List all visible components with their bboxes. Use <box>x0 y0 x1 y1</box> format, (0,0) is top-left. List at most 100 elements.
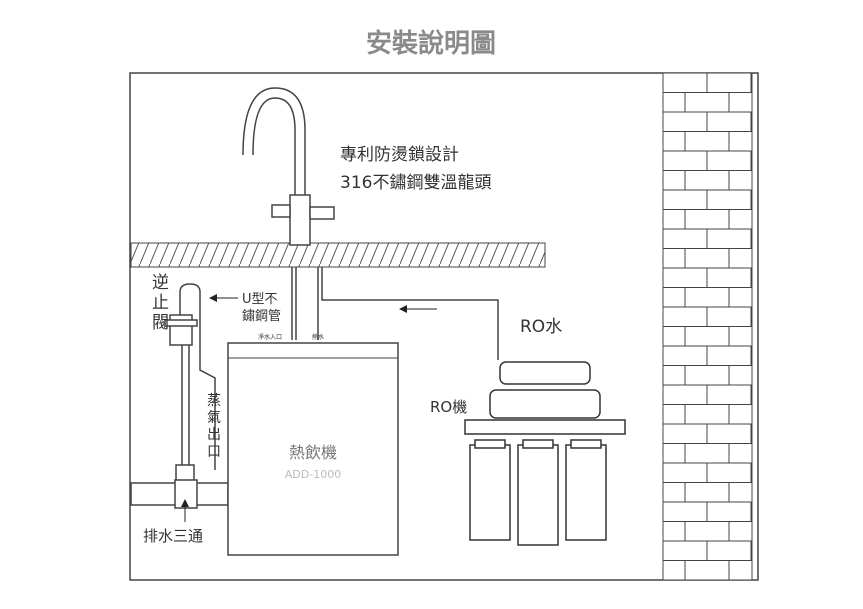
brick <box>684 404 730 425</box>
brick <box>706 345 752 366</box>
brick <box>750 384 753 405</box>
brick <box>662 248 686 269</box>
brick <box>684 521 730 542</box>
check-valve-label-1: 逆 <box>152 273 169 293</box>
brick <box>706 189 752 210</box>
brick <box>684 560 730 581</box>
brick <box>706 462 752 483</box>
inlet-label: 淨水入口 <box>258 333 282 341</box>
brick <box>662 287 686 308</box>
room-frame <box>129 72 759 581</box>
check-valve-label-3: 閥 <box>152 313 169 333</box>
brick <box>684 443 730 464</box>
brick <box>662 482 686 503</box>
brick <box>706 501 752 522</box>
brick <box>662 209 686 230</box>
machine-model: ADD-1000 <box>285 468 341 481</box>
brick <box>750 111 753 132</box>
ro-water-label: RO水 <box>520 317 562 337</box>
brick <box>728 443 753 464</box>
brick <box>684 248 730 269</box>
brick <box>662 540 708 561</box>
countertop <box>130 242 546 268</box>
u-pipe-label-1: U型不 <box>242 292 278 307</box>
brick <box>750 540 753 561</box>
brick <box>684 326 730 347</box>
brick <box>706 267 752 288</box>
brick <box>662 462 708 483</box>
brick <box>750 72 753 93</box>
brick <box>662 189 708 210</box>
brick <box>662 404 686 425</box>
brick <box>728 248 753 269</box>
steam-label-1: 蒸 <box>207 393 221 409</box>
brick <box>750 462 753 483</box>
brick <box>684 482 730 503</box>
brick <box>662 521 686 542</box>
ro-machine <box>464 361 626 546</box>
brick <box>728 560 753 581</box>
brick <box>662 501 708 522</box>
brick <box>662 345 708 366</box>
brick <box>662 365 686 386</box>
brick <box>728 326 753 347</box>
brick <box>662 306 708 327</box>
brick <box>728 287 753 308</box>
brick <box>662 170 686 191</box>
brick <box>706 150 752 171</box>
brick <box>684 92 730 113</box>
brick <box>728 365 753 386</box>
brick <box>684 131 730 152</box>
brick <box>662 228 708 249</box>
brick <box>684 170 730 191</box>
check-valve-label-2: 止 <box>152 293 169 313</box>
brick <box>750 306 753 327</box>
drain-tee-label: 排水三通 <box>143 527 203 545</box>
steam-label-2: 氣 <box>207 410 221 426</box>
brick <box>750 423 753 444</box>
brick <box>750 501 753 522</box>
brick <box>706 540 752 561</box>
faucet <box>242 87 499 360</box>
brick <box>750 345 753 366</box>
faucet-label-2: 316不鏽鋼雙溫龍頭 <box>340 173 491 193</box>
brick-wall <box>662 72 753 581</box>
brick <box>728 521 753 542</box>
hot-water-label: 熱水 <box>312 333 324 341</box>
brick <box>662 111 708 132</box>
brick <box>684 209 730 230</box>
brick <box>750 267 753 288</box>
check-valve <box>130 283 229 509</box>
steam-label-3: 出 <box>207 427 221 443</box>
brick <box>706 111 752 132</box>
brick <box>728 170 753 191</box>
brick <box>662 72 708 93</box>
brick <box>662 423 708 444</box>
brick <box>728 92 753 113</box>
brick <box>706 228 752 249</box>
u-pipe-label-2: 鏽鋼管 <box>242 309 281 324</box>
brick <box>750 228 753 249</box>
faucet-label-1: 專利防燙鎖設計 <box>340 145 459 165</box>
brick <box>662 560 686 581</box>
brick <box>728 209 753 230</box>
brick <box>706 306 752 327</box>
brick <box>662 384 708 405</box>
brick <box>684 365 730 386</box>
brick <box>662 150 708 171</box>
hot-drink-machine <box>227 342 399 556</box>
brick <box>728 482 753 503</box>
brick <box>706 423 752 444</box>
brick <box>706 72 752 93</box>
brick <box>662 267 708 288</box>
brick <box>728 131 753 152</box>
ro-machine-label: RO機 <box>430 398 467 416</box>
brick <box>662 326 686 347</box>
brick <box>662 443 686 464</box>
brick <box>750 189 753 210</box>
brick <box>728 404 753 425</box>
machine-name: 熱飲機 <box>289 443 337 462</box>
brick <box>662 92 686 113</box>
brick <box>750 150 753 171</box>
